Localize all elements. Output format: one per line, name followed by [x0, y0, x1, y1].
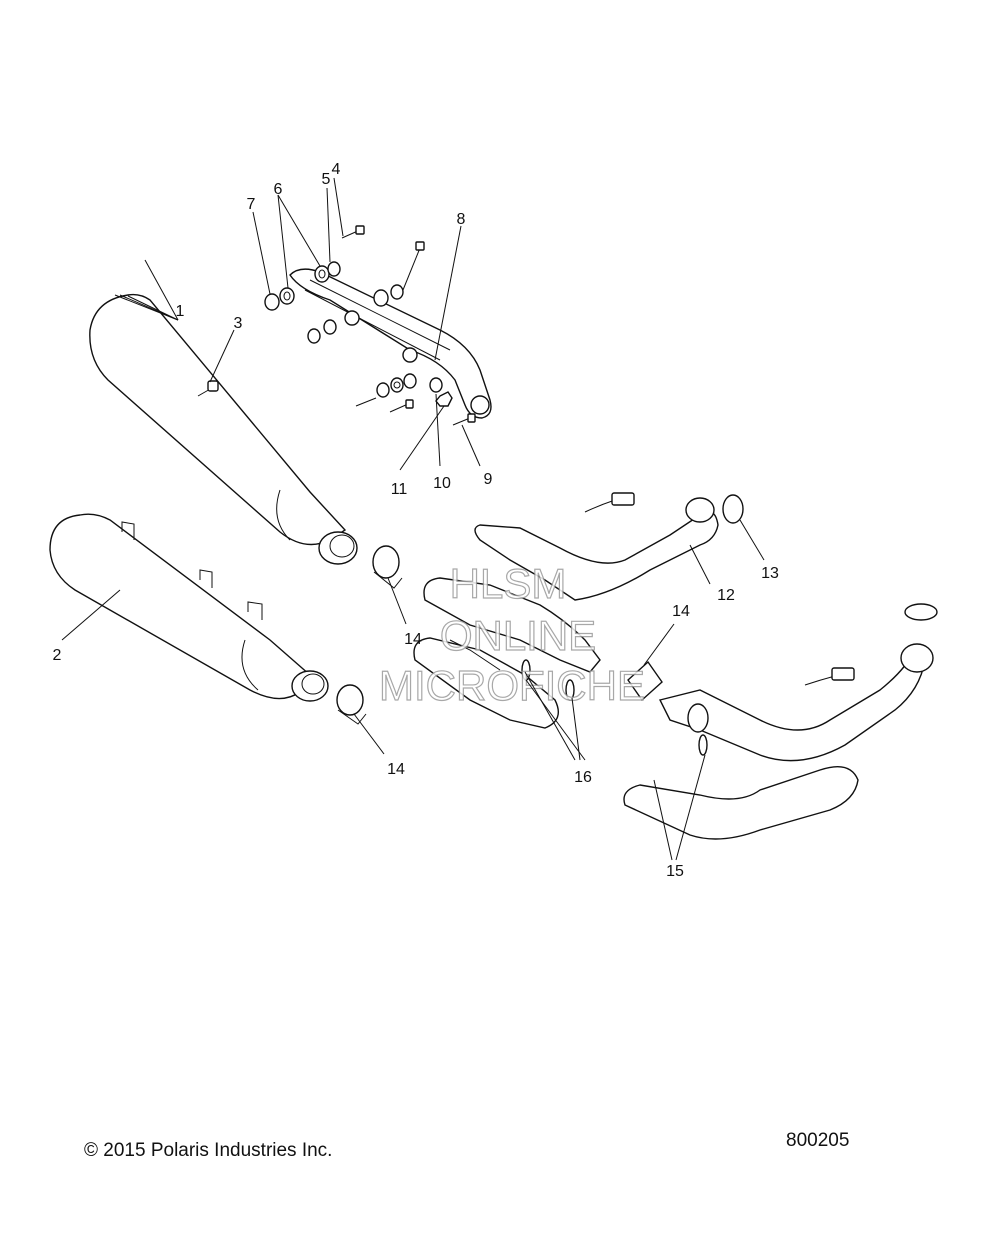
callout-14-pipe-clamp: 14: [672, 603, 690, 620]
upper-muffler: [89, 293, 358, 565]
oxygen-sensors: [584, 492, 855, 686]
callout-8: 8: [457, 211, 466, 228]
callout-9: 9: [484, 471, 493, 488]
callout-14-upper-clamp: 14: [404, 631, 422, 648]
callout-2: 2: [53, 647, 62, 664]
lower-muffler: [49, 513, 329, 702]
leader-lines: [61, 177, 765, 861]
callout-3: 3: [234, 315, 243, 332]
rear-head-pipes: [623, 603, 938, 840]
callout-6: 6: [274, 181, 283, 198]
gaskets: [521, 659, 708, 756]
mount-bracket: [289, 268, 492, 419]
copyright-notice: © 2015 Polaris Industries Inc.: [84, 1140, 333, 1161]
clamps: [336, 545, 663, 725]
callout-15: 15: [666, 863, 684, 880]
callout-7: 7: [247, 196, 256, 213]
bracket-hardware: [264, 225, 476, 426]
callout-labels: 1 2 3 4 5 6 7 8 9 10 11 12 13 14 14 14 1…: [53, 161, 779, 880]
callout-11: 11: [391, 481, 408, 498]
callout-4: 4: [332, 161, 341, 178]
watermark-line-3: MICROFICHE: [379, 662, 645, 709]
callout-16: 16: [574, 769, 592, 786]
watermark-line-2: ONLINE: [440, 612, 596, 659]
callout-13: 13: [761, 565, 779, 582]
callout-14-lower-clamp: 14: [387, 761, 405, 778]
watermark-line-1: HLSM: [450, 560, 567, 607]
bolt-3: [197, 380, 219, 397]
callout-10: 10: [433, 475, 451, 492]
diagram-number: 800205: [786, 1130, 850, 1151]
watermark: HLSM ONLINE MICROFICHE: [378, 559, 645, 709]
callout-12: 12: [717, 587, 735, 604]
callout-1: 1: [176, 303, 185, 320]
callout-5: 5: [322, 171, 331, 188]
front-head-pipes: [413, 494, 744, 729]
